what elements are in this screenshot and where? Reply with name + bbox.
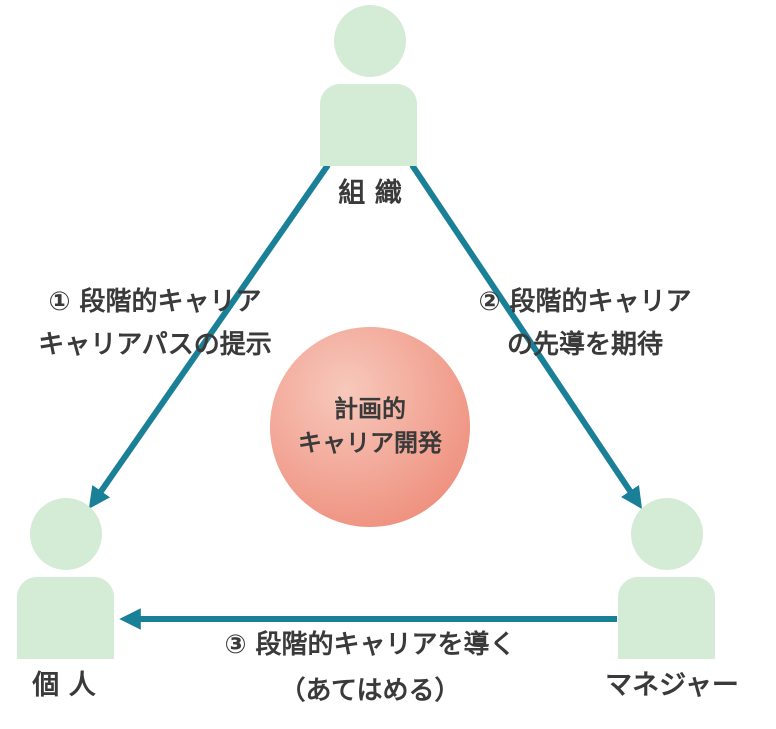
arrow-org-to-manager — [409, 163, 643, 509]
edge-1-label-line1: ① 段階的キャリア — [48, 287, 262, 317]
arrow-org-to-individual — [88, 163, 331, 509]
organization-label: 組 織 — [338, 178, 402, 209]
center-circle — [270, 327, 470, 527]
center-label-line1: 計画的 — [334, 395, 406, 423]
edge-2-label-line1: ② 段階的キャリア — [478, 287, 692, 317]
edge-1-label-line2: キャリアパスの提示 — [38, 330, 272, 360]
edge-3-label-line2: （あてはめる） — [279, 676, 461, 706]
manager-person-icon — [618, 498, 715, 659]
center-label-line2: キャリア開発 — [298, 429, 442, 457]
edge-2-label-line2: の先導を期待 — [506, 330, 663, 360]
individual-label: 個 人 — [32, 670, 96, 701]
individual-person-icon — [17, 498, 114, 659]
manager-label: マネジャー — [605, 670, 739, 701]
edge-3-label-line1: ③ 段階的キャリアを導く — [224, 630, 516, 660]
organization-person-icon — [320, 5, 417, 166]
